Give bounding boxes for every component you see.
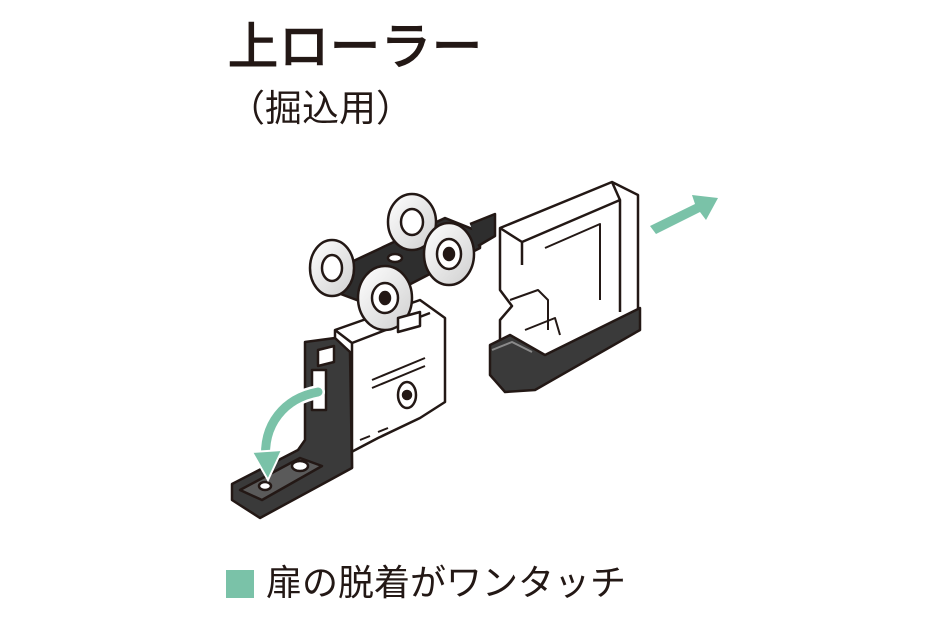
feature-caption: 扉の脱着がワンタッチ (226, 566, 626, 602)
roller-unit (230, 192, 497, 520)
door-bracket (488, 180, 642, 394)
product-subtitle: （掘込用） (228, 87, 413, 130)
curved-arrow-icon (250, 385, 325, 483)
right-arrow-icon (650, 195, 718, 234)
caption-text: 扉の脱着がワンタッチ (266, 563, 627, 604)
bullet-square-icon (226, 570, 254, 598)
product-title: 上ローラー (228, 18, 483, 76)
